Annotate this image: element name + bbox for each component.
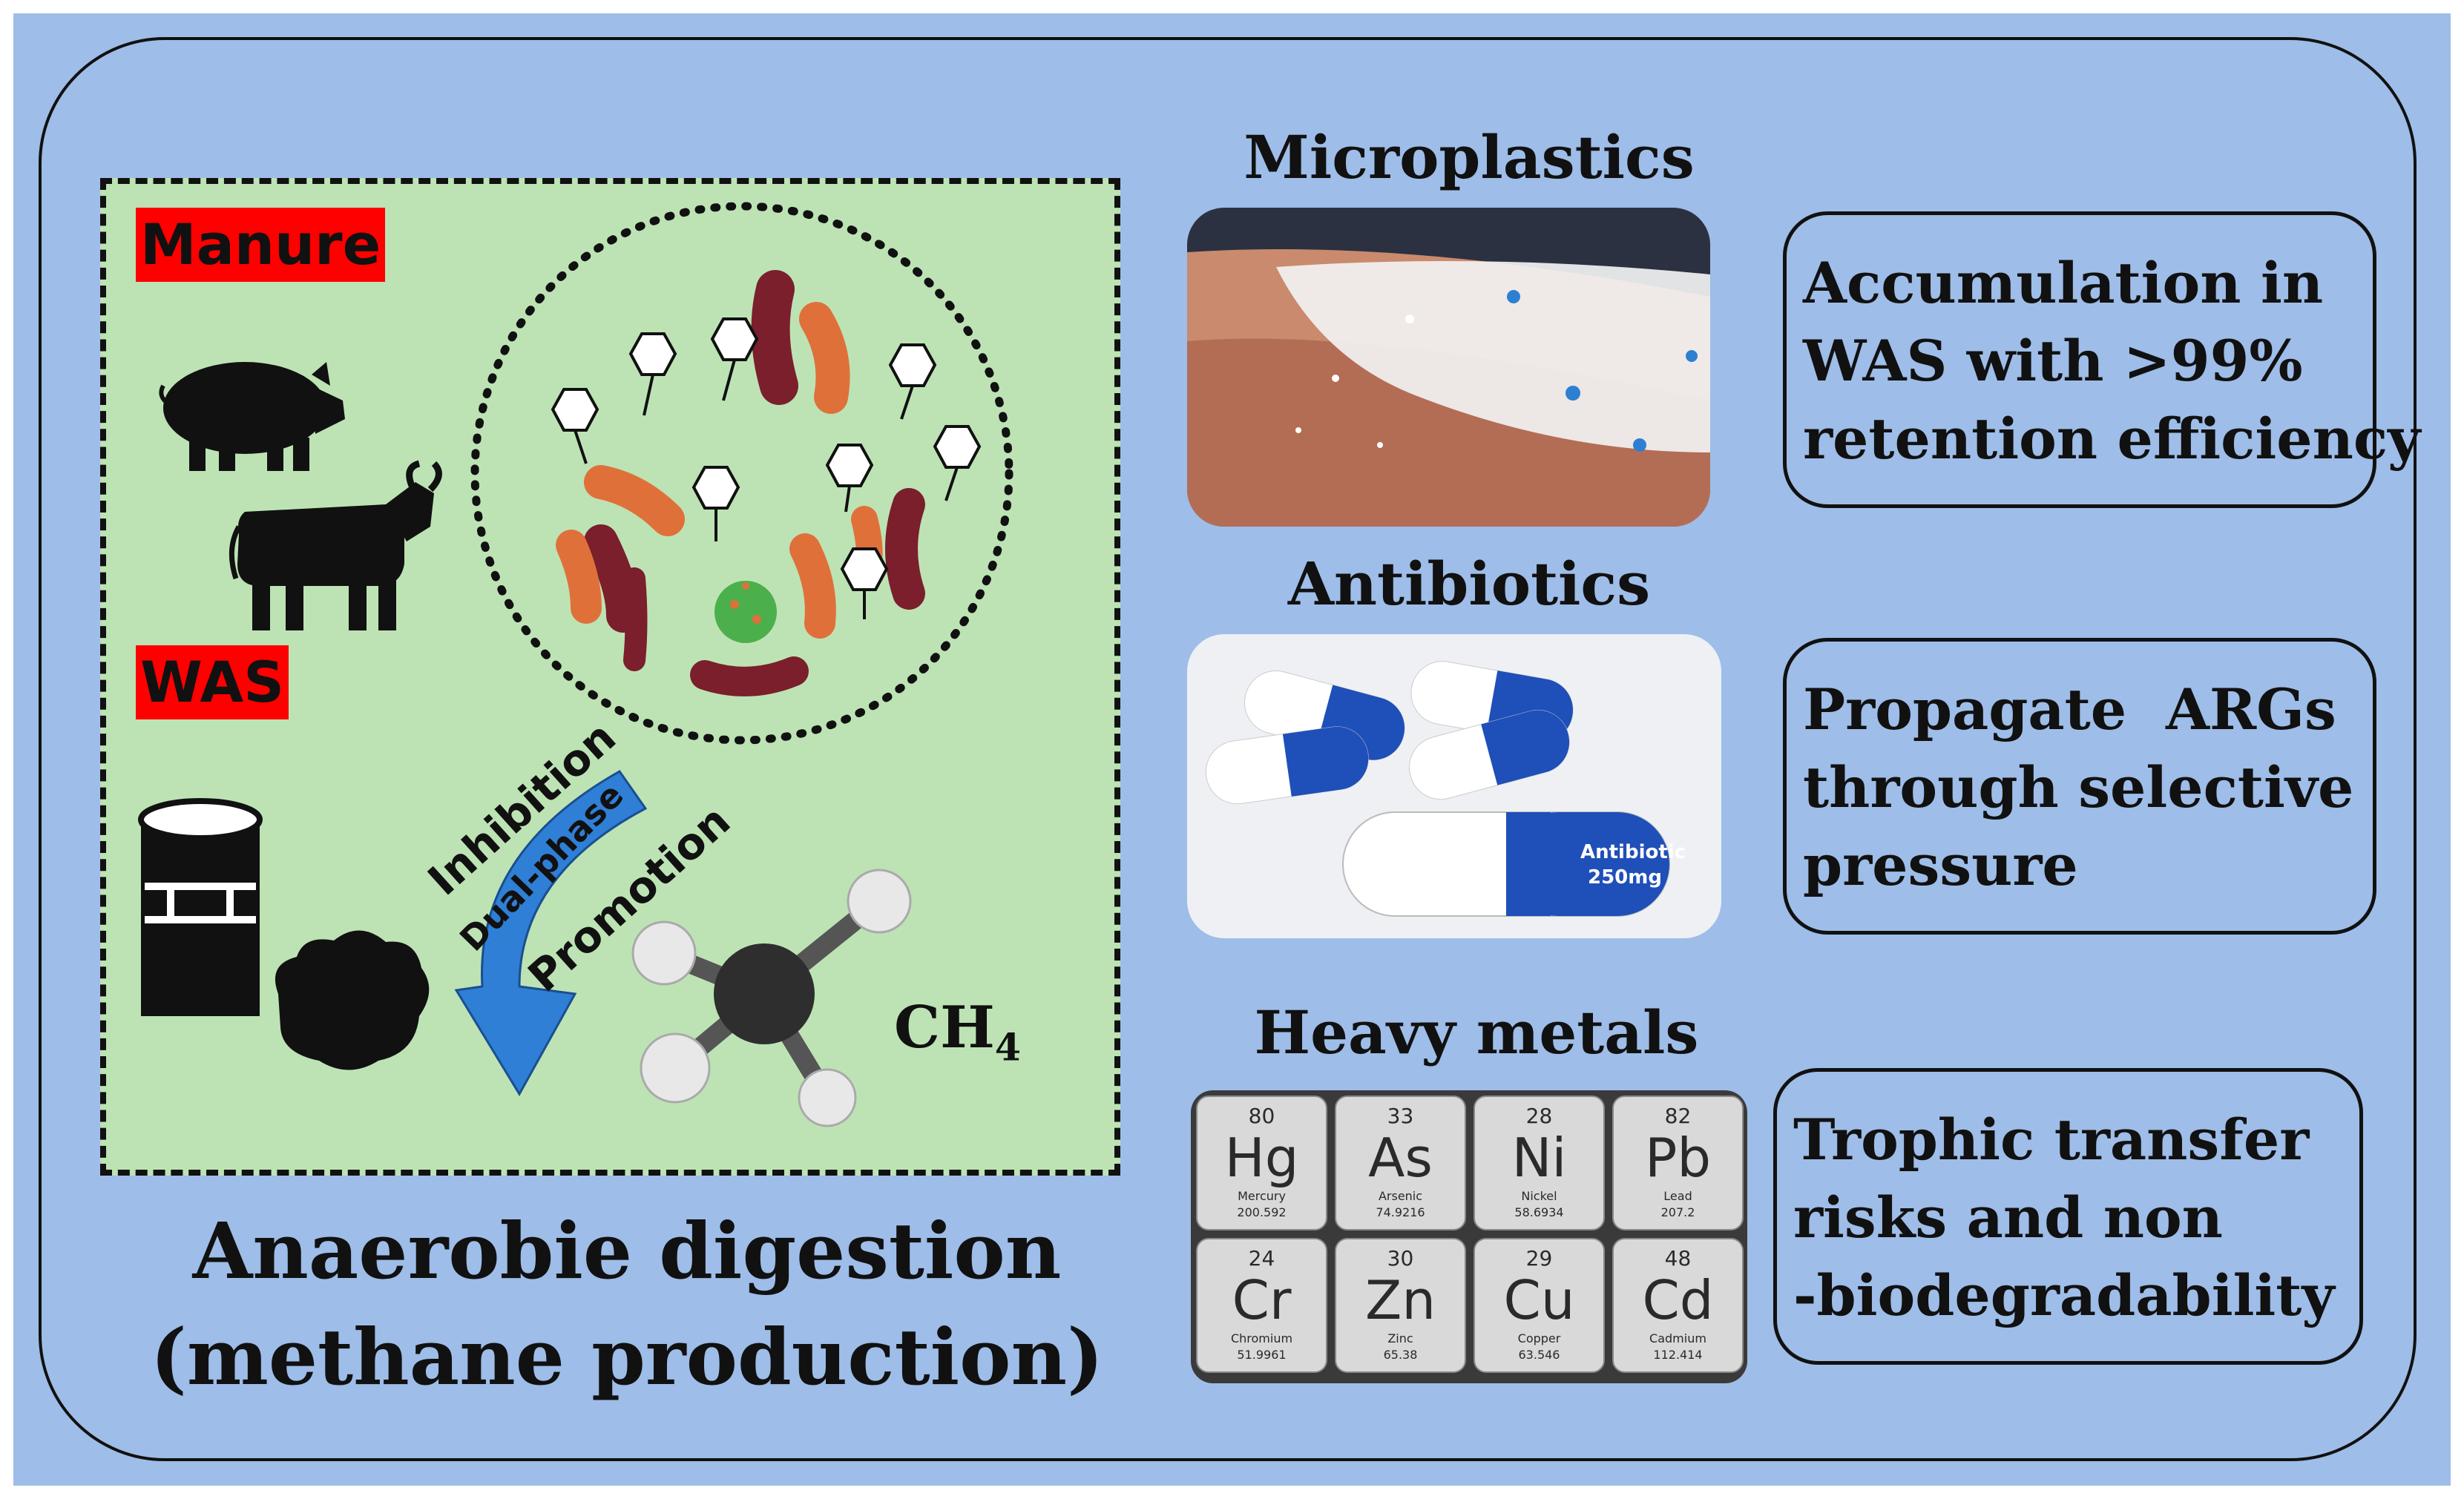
element-name: Zinc — [1387, 1331, 1413, 1345]
capsule-dose: 250mg — [1588, 866, 1662, 889]
dual-phase-arrow-icon — [454, 770, 648, 1096]
element-symbol: Hg — [1225, 1127, 1299, 1189]
bacteria-icon — [556, 270, 925, 696]
heavy-metals-description-line-2: risks and non — [1793, 1184, 2223, 1251]
element-name: Chromium — [1231, 1331, 1292, 1345]
element-number: 24 — [1249, 1246, 1275, 1271]
antibiotics-description-line-2: through selective — [1803, 754, 2354, 820]
element-symbol: Pb — [1645, 1127, 1711, 1189]
microplastics-description-line-1: Accumulation in — [1803, 250, 2324, 316]
element-name: Cadmium — [1649, 1331, 1706, 1345]
element-name: Nickel — [1521, 1189, 1557, 1203]
heavy-metals-title: Heavy metals — [1254, 998, 1699, 1067]
caption-line-1: Anaerobie digestion — [192, 1205, 1062, 1297]
element-mass: 65.38 — [1384, 1348, 1418, 1362]
element-symbol: As — [1368, 1127, 1433, 1189]
antibiotics-description-box: Propagate ARGs through selective pressur… — [1783, 638, 2376, 935]
methane-formula-text: CH — [894, 994, 995, 1061]
element-mass: 51.9961 — [1237, 1348, 1286, 1362]
sludge-pile-icon — [275, 930, 430, 1070]
microplastics-description-line-2: WAS with >99% — [1803, 327, 2303, 394]
element-number: 30 — [1387, 1246, 1414, 1271]
virus-icon — [714, 581, 777, 643]
element-mass: 58.6934 — [1514, 1205, 1563, 1219]
element-number: 29 — [1526, 1246, 1553, 1271]
microplastics-photo — [1187, 208, 1710, 527]
caption-line-2: (methane production) — [150, 1311, 1104, 1403]
microplastics-description-box: Accumulation in WAS with >99% retention … — [1783, 211, 2421, 508]
element-number: 82 — [1665, 1104, 1692, 1128]
element-name: Arsenic — [1379, 1189, 1422, 1203]
manure-label: Manure — [136, 208, 386, 282]
element-number: 80 — [1249, 1104, 1275, 1128]
element-name: Copper — [1518, 1331, 1561, 1345]
element-number: 48 — [1665, 1246, 1692, 1271]
microbial-community-circle — [470, 202, 1013, 745]
antibiotics-description-line-1: Propagate ARGs — [1803, 676, 2336, 742]
element-symbol: Zn — [1365, 1269, 1436, 1331]
element-symbol: Cd — [1643, 1269, 1714, 1331]
element-number: 33 — [1387, 1104, 1414, 1128]
rounded-outer-border — [39, 37, 2417, 1461]
methane-molecule-icon — [631, 869, 912, 1127]
methane-formula: CH4 — [894, 994, 1021, 1070]
element-name: Mercury — [1238, 1189, 1286, 1203]
phage-icon — [551, 317, 982, 619]
element-number: 28 — [1526, 1104, 1553, 1128]
element-symbol: Cr — [1232, 1269, 1292, 1331]
element-mass: 112.414 — [1653, 1348, 1702, 1362]
element-mass: 63.546 — [1519, 1348, 1560, 1362]
bull-icon — [229, 460, 442, 630]
antibiotics-description-line-3: pressure — [1803, 831, 2078, 898]
element-name: Lead — [1663, 1189, 1692, 1203]
capsule-label: Antibiotic — [1580, 841, 1686, 863]
element-mass: 74.9216 — [1376, 1205, 1425, 1219]
was-label: WAS — [136, 645, 289, 719]
element-mass: 200.592 — [1237, 1205, 1286, 1219]
microplastics-title: Microplastics — [1244, 122, 1695, 192]
antibiotics-title: Antibiotics — [1287, 549, 1651, 619]
microplastics-description-line-3: retention efficiency — [1803, 405, 2421, 472]
element-symbol: Cu — [1504, 1269, 1575, 1331]
heavy-metals-description-line-1: Trophic transfer — [1793, 1107, 2310, 1173]
element-mass: 207.2 — [1661, 1205, 1695, 1219]
element-symbol: Ni — [1512, 1127, 1567, 1189]
pig-icon — [159, 362, 345, 471]
antibiotics-photo: Antibiotic 250mg — [1187, 634, 1721, 938]
barrel-icon — [138, 798, 263, 1016]
methane-formula-subscript: 4 — [994, 1024, 1022, 1070]
heavy-metals-description-box: Trophic transfer risks and non -biodegra… — [1773, 1068, 2363, 1365]
heavy-metals-description-line-3: -biodegradability — [1793, 1262, 2335, 1328]
